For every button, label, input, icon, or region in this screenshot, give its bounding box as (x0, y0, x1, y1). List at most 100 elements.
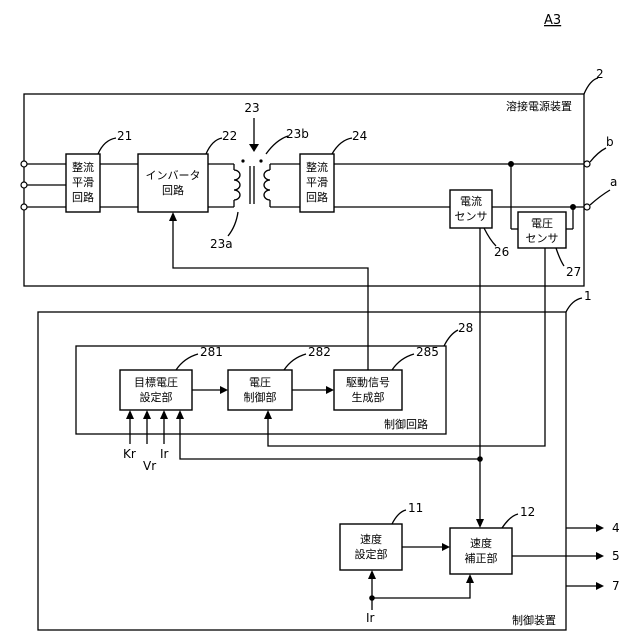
arrowhead-speed-correction-top (476, 519, 484, 528)
control-circuit-label: 制御回路 (384, 417, 428, 431)
inverter-line1: インバータ (146, 169, 201, 182)
terminal-a-leader (590, 190, 610, 205)
arrowhead-target (176, 410, 184, 419)
inverter-line2: 回路 (162, 184, 184, 197)
arrowhead-speed-setting (368, 570, 376, 579)
terminal-b (584, 161, 590, 167)
inverter-leader (206, 138, 222, 154)
transformer-23 (234, 159, 270, 204)
controller-label: 制御装置 (512, 613, 556, 627)
drive-signal-line1: 駆動信号 (346, 375, 390, 389)
primary-coil (234, 170, 240, 200)
controller-frame (38, 312, 566, 630)
speed-correction-ref: 12 (520, 505, 535, 519)
control-circuit-ref: 28 (458, 321, 473, 335)
voltage-control-line2: 制御部 (244, 390, 277, 404)
input-vr-label: Vr (143, 459, 156, 473)
secondary-coil (264, 170, 270, 200)
terminal-a (584, 204, 590, 210)
voltage-sensor-leader (556, 248, 564, 266)
polarity-dot-primary (241, 159, 244, 162)
input-kr-arrow (126, 410, 134, 419)
arrowhead-voltage-control (264, 410, 272, 419)
voltage-sensor-line1: 電圧 (531, 217, 553, 230)
speed-setting-line1: 速度 (360, 532, 382, 546)
rect1-line1: 整流 (72, 160, 94, 174)
current-sensor-line1: 電流 (460, 194, 482, 208)
arrowhead-speed-correction-bottom (466, 574, 474, 583)
primary-leader (228, 212, 238, 236)
speed-setting-leader (392, 510, 406, 524)
drive-signal-leader (392, 354, 414, 370)
current-sensor-ref: 26 (494, 245, 509, 259)
current-to-target (180, 418, 480, 459)
output-5-label: 5 (612, 549, 620, 563)
arrowhead-282-285 (326, 386, 334, 394)
figure-label: A3 (544, 13, 561, 28)
power-unit-ref: 2 (596, 67, 604, 81)
input-terminal-1 (21, 161, 27, 167)
primary-ref: 23a (210, 237, 233, 251)
output-7-label: 7 (612, 579, 620, 593)
rect2-line1: 整流 (306, 160, 328, 174)
secondary-leader (266, 136, 288, 154)
inverter-ref: 22 (222, 129, 237, 143)
target-voltage-leader (176, 354, 198, 370)
output-5-arrow (596, 552, 604, 560)
arrowhead-inverter (169, 212, 177, 221)
secondary-ref: 23b (286, 127, 309, 141)
voltage-sensor-ref: 27 (566, 265, 581, 279)
transformer-ref: 23 (244, 101, 259, 115)
rect1-line3: 回路 (72, 191, 94, 204)
voltage-control-leader (284, 354, 306, 370)
terminal-b-leader (590, 148, 606, 162)
input-kr-label: Kr (123, 447, 136, 461)
control-circuit-leader (444, 330, 458, 346)
voltage-control-line1: 電圧 (249, 376, 271, 389)
arrowhead-281-282 (220, 386, 228, 394)
rect1-leader (98, 138, 116, 154)
drive-signal-line2: 生成部 (352, 390, 385, 404)
input-ir-label: Ir (160, 447, 169, 461)
inverter-block-22 (138, 154, 208, 212)
power-unit-label: 溶接電源装置 (506, 99, 572, 113)
arrowhead-11-12 (442, 543, 450, 551)
terminal-a-label: a (610, 175, 617, 189)
rect2-line3: 回路 (306, 191, 328, 204)
input-ir-arrow (160, 410, 168, 419)
speed-correction-line1: 速度 (470, 536, 492, 550)
input-ir2-label: Ir (366, 611, 375, 625)
voltage-control-ref: 282 (308, 345, 331, 359)
input-terminal-2 (21, 182, 27, 188)
output-4-arrow (596, 524, 604, 532)
rect1-ref: 21 (117, 129, 132, 143)
current-sensor-leader (484, 228, 496, 246)
voltage-sensor-line2: センサ (526, 232, 559, 245)
input-vr-arrow (143, 410, 151, 419)
current-sensor-line2: センサ (455, 210, 488, 223)
rect2-line2: 平滑 (306, 176, 328, 189)
rect2-leader (332, 138, 352, 154)
controller-leader (566, 298, 582, 312)
speed-setting-line2: 設定部 (355, 547, 388, 561)
speed-setting-block-11 (340, 524, 402, 570)
speed-correction-block-12 (450, 528, 512, 574)
target-voltage-line2: 設定部 (140, 390, 173, 404)
controller-ref: 1 (584, 289, 592, 303)
speed-correction-leader (502, 514, 518, 528)
target-voltage-ref: 281 (200, 345, 223, 359)
terminal-b-label: b (606, 135, 614, 149)
speed-correction-line2: 補正部 (465, 551, 498, 565)
rect1-line2: 平滑 (72, 176, 94, 189)
input-terminal-3 (21, 204, 27, 210)
output-4-label: 4 (612, 521, 620, 535)
transformer-arrow (249, 144, 259, 152)
target-voltage-line1: 目標電圧 (134, 375, 178, 389)
output-7-arrow (596, 582, 604, 590)
ir2-to-correction (372, 582, 470, 598)
drive-signal-ref: 285 (416, 345, 439, 359)
polarity-dot-secondary (259, 159, 262, 162)
speed-setting-ref: 11 (408, 501, 423, 515)
rect2-ref: 24 (352, 129, 367, 143)
